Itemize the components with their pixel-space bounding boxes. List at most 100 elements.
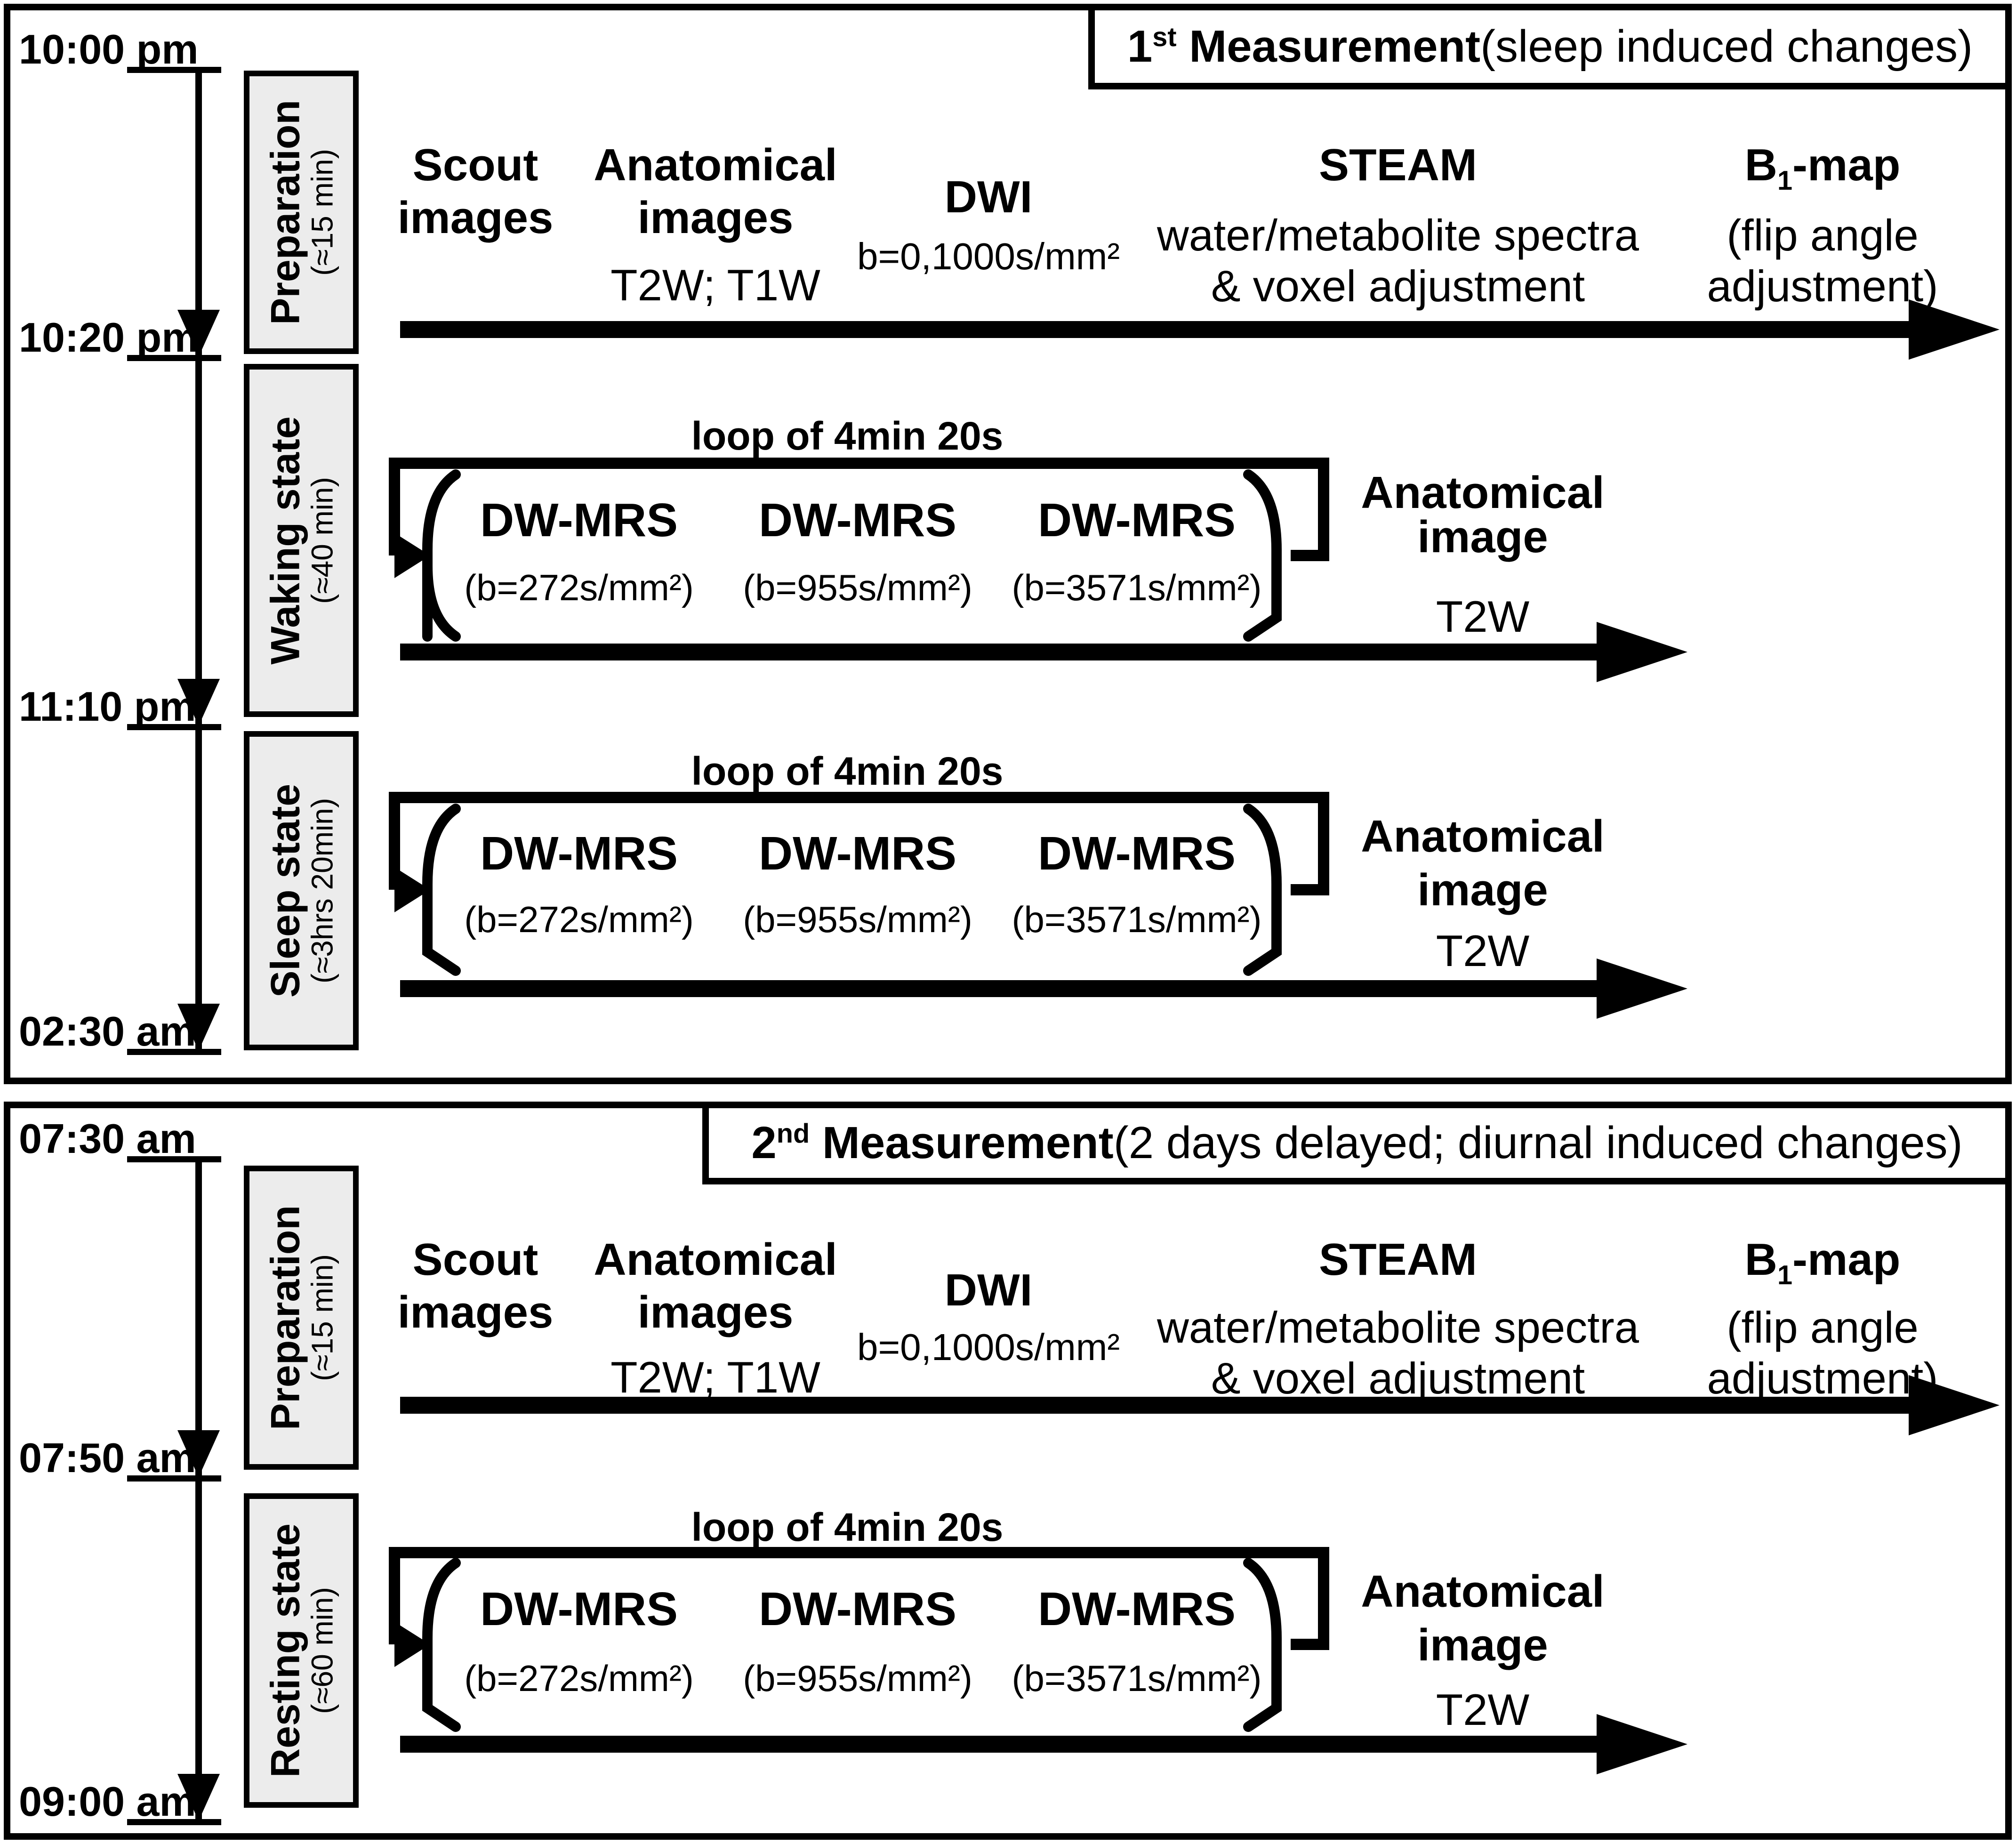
prep2-b1map-sub2: adjustment) bbox=[1707, 1353, 1938, 1403]
sleep-loop-path bbox=[389, 792, 1329, 895]
prep2-dwi-bvalue: b=0,1000s/mm² bbox=[857, 1326, 1120, 1368]
timeline-2 bbox=[127, 1156, 221, 1825]
prep2-b1map-sub1: (flip angle bbox=[1727, 1303, 1919, 1352]
prep1-anatomical-head: Anatomical bbox=[594, 140, 837, 190]
prep2-scout-head: Scout bbox=[412, 1234, 538, 1285]
resting-loop-label: loop of 4min 20s bbox=[691, 1505, 1004, 1549]
waking-anatomical-line2: image bbox=[1417, 512, 1548, 562]
time-label-0750am: 07:50 am bbox=[19, 1434, 196, 1481]
prep1-dwi-bvalue: b=0,1000s/mm² bbox=[857, 235, 1120, 277]
timeline-1-tick-0230am bbox=[127, 1049, 221, 1055]
resting-dwmrs-3: DW-MRS bbox=[1037, 1583, 1236, 1635]
prep1-flow-arrowhead-icon bbox=[1909, 299, 2000, 360]
sleep-dwmrs-3: DW-MRS bbox=[1037, 827, 1236, 880]
prep2-anatomical-contrast: T2W; T1W bbox=[610, 1353, 820, 1402]
b1map-subscript: 1 bbox=[1777, 166, 1792, 196]
sleep-bvalue-1: (b=272s/mm²) bbox=[464, 899, 694, 940]
prep2-b1map-head: B1-map bbox=[1681, 1236, 1964, 1289]
measurement2-title-paren: (2 days delayed; diurnal induced changes… bbox=[1113, 1118, 1963, 1168]
prep2-scout-sub: images bbox=[397, 1287, 554, 1337]
waking-anatomical-line1: Anatomical bbox=[1361, 467, 1605, 518]
waking-loop-path bbox=[389, 458, 1329, 561]
timeline-2-arrowhead-icon bbox=[177, 1774, 220, 1821]
flow-arrows bbox=[400, 299, 2000, 1774]
waking-flow-arrow bbox=[400, 644, 1600, 660]
resting-anatomical-line1: Anatomical bbox=[1361, 1566, 1605, 1617]
time-label-1020pm: 10:20 pm bbox=[19, 314, 199, 361]
prep2-steam-sub1: water/metabolite spectra bbox=[1157, 1303, 1639, 1352]
waking-flow-arrowhead-icon bbox=[1597, 622, 1687, 682]
timeline-2-line bbox=[195, 1160, 202, 1822]
phase-box-preparation-1: Preparation (≈15 min) bbox=[244, 71, 359, 354]
sleep-dwmrs-2: DW-MRS bbox=[758, 827, 957, 880]
sleep-loop-arrowhead-icon bbox=[394, 867, 430, 912]
prep2-dwi-head: DWI bbox=[944, 1265, 1033, 1315]
prep2-flow-arrowhead-icon bbox=[1909, 1375, 2000, 1435]
measurement1-title-bold: 1st Measurement bbox=[1127, 21, 1480, 72]
timeline-2-arrowhead-icon bbox=[177, 1430, 220, 1477]
phase-name: Waking state bbox=[263, 416, 308, 665]
waking-loop-arrowhead-icon bbox=[394, 533, 430, 578]
prep1-b1map-head: B1-map bbox=[1681, 140, 1964, 194]
resting-anatomical-line2: image bbox=[1417, 1620, 1548, 1670]
phase-box-waking-state: Waking state (≈40 min) bbox=[244, 364, 359, 717]
b1map-subscript: 1 bbox=[1777, 1260, 1792, 1291]
timeline-1-arrowhead-icon bbox=[177, 679, 220, 726]
resting-dwmrs-1: DW-MRS bbox=[480, 1583, 678, 1635]
prep2-flow-arrow bbox=[400, 1397, 1916, 1414]
prep1-scout-head: Scout bbox=[412, 140, 538, 190]
sleep-right-bracket-icon bbox=[1243, 804, 1282, 976]
time-label-0230am: 02:30 am bbox=[19, 1008, 196, 1055]
timeline-1-tick-1020pm bbox=[127, 355, 221, 361]
phase-label-sleep-state: Sleep state (≈3hrs 20min) bbox=[263, 783, 339, 998]
phase-duration: (≈3hrs 20min) bbox=[305, 797, 339, 984]
time-label-0730am: 07:30 am bbox=[19, 1115, 196, 1162]
loop-paths bbox=[389, 458, 1329, 1650]
resting-bvalue-1: (b=272s/mm²) bbox=[464, 1658, 694, 1699]
phase-duration: (≈40 min) bbox=[305, 477, 339, 604]
phase-label-waking-state: Waking state (≈40 min) bbox=[263, 416, 339, 665]
waking-dwmrs-1: DW-MRS bbox=[480, 494, 678, 547]
timeline-1-tick-1000pm bbox=[127, 67, 221, 73]
prep1-anatomical-contrast: T2W; T1W bbox=[610, 260, 820, 310]
phase-duration: (≈15 min) bbox=[305, 1254, 339, 1381]
prep1-flow-arrow bbox=[400, 321, 1916, 338]
measurement2-title-word: Measurement bbox=[810, 1118, 1114, 1168]
sleep-anatomical-contrast: T2W bbox=[1436, 926, 1530, 975]
resting-right-bracket-icon bbox=[1243, 1558, 1282, 1732]
loop-arrowheads bbox=[394, 533, 430, 1667]
sleep-flow-arrow bbox=[400, 980, 1600, 997]
phase-name: Preparation bbox=[263, 1205, 308, 1430]
resting-bvalue-3: (b=3571s/mm²) bbox=[1012, 1658, 1262, 1699]
phase-label-preparation-2: Preparation (≈15 min) bbox=[263, 1205, 339, 1430]
measurement1-ordinal-num: 1 bbox=[1127, 21, 1153, 72]
sleep-bvalue-2: (b=955s/mm²) bbox=[743, 899, 972, 940]
resting-anatomical-contrast: T2W bbox=[1436, 1685, 1530, 1734]
prep1-dwi-head: DWI bbox=[944, 172, 1033, 222]
prep1-anatomical-sub: images bbox=[637, 193, 794, 243]
timeline-2-tick-0900am bbox=[127, 1819, 221, 1825]
waking-right-bracket-icon bbox=[1243, 469, 1282, 642]
prep1-steam-sub2: & voxel adjustment bbox=[1211, 261, 1585, 311]
phase-label-preparation-1: Preparation (≈15 min) bbox=[263, 100, 339, 325]
resting-loop-path bbox=[389, 1547, 1329, 1650]
phase-name: Sleep state bbox=[263, 783, 308, 998]
timeline-1-tick-1110pm bbox=[127, 724, 221, 730]
waking-dwmrs-3: DW-MRS bbox=[1037, 494, 1236, 547]
phase-name: Resting state bbox=[263, 1523, 308, 1778]
measurement1-title-paren: (sleep induced changes) bbox=[1480, 21, 1973, 72]
prep2-anatomical-sub: images bbox=[637, 1287, 794, 1337]
sleep-anatomical-line1: Anatomical bbox=[1361, 811, 1605, 862]
waking-bvalue-2: (b=955s/mm²) bbox=[743, 567, 972, 608]
sleep-anatomical-line2: image bbox=[1417, 865, 1548, 915]
prep1-b1map-sub1: (flip angle bbox=[1727, 210, 1919, 260]
sleep-bvalue-3: (b=3571s/mm²) bbox=[1012, 899, 1262, 940]
sleep-dwmrs-1: DW-MRS bbox=[480, 827, 678, 880]
prep2-steam-head: STEAM bbox=[1319, 1234, 1477, 1285]
prep2-anatomical-head: Anatomical bbox=[594, 1234, 837, 1285]
resting-loop-arrowhead-icon bbox=[394, 1622, 430, 1667]
b1map-letter: B bbox=[1744, 140, 1777, 190]
phase-box-resting-state: Resting state (≈60 min) bbox=[244, 1493, 359, 1808]
